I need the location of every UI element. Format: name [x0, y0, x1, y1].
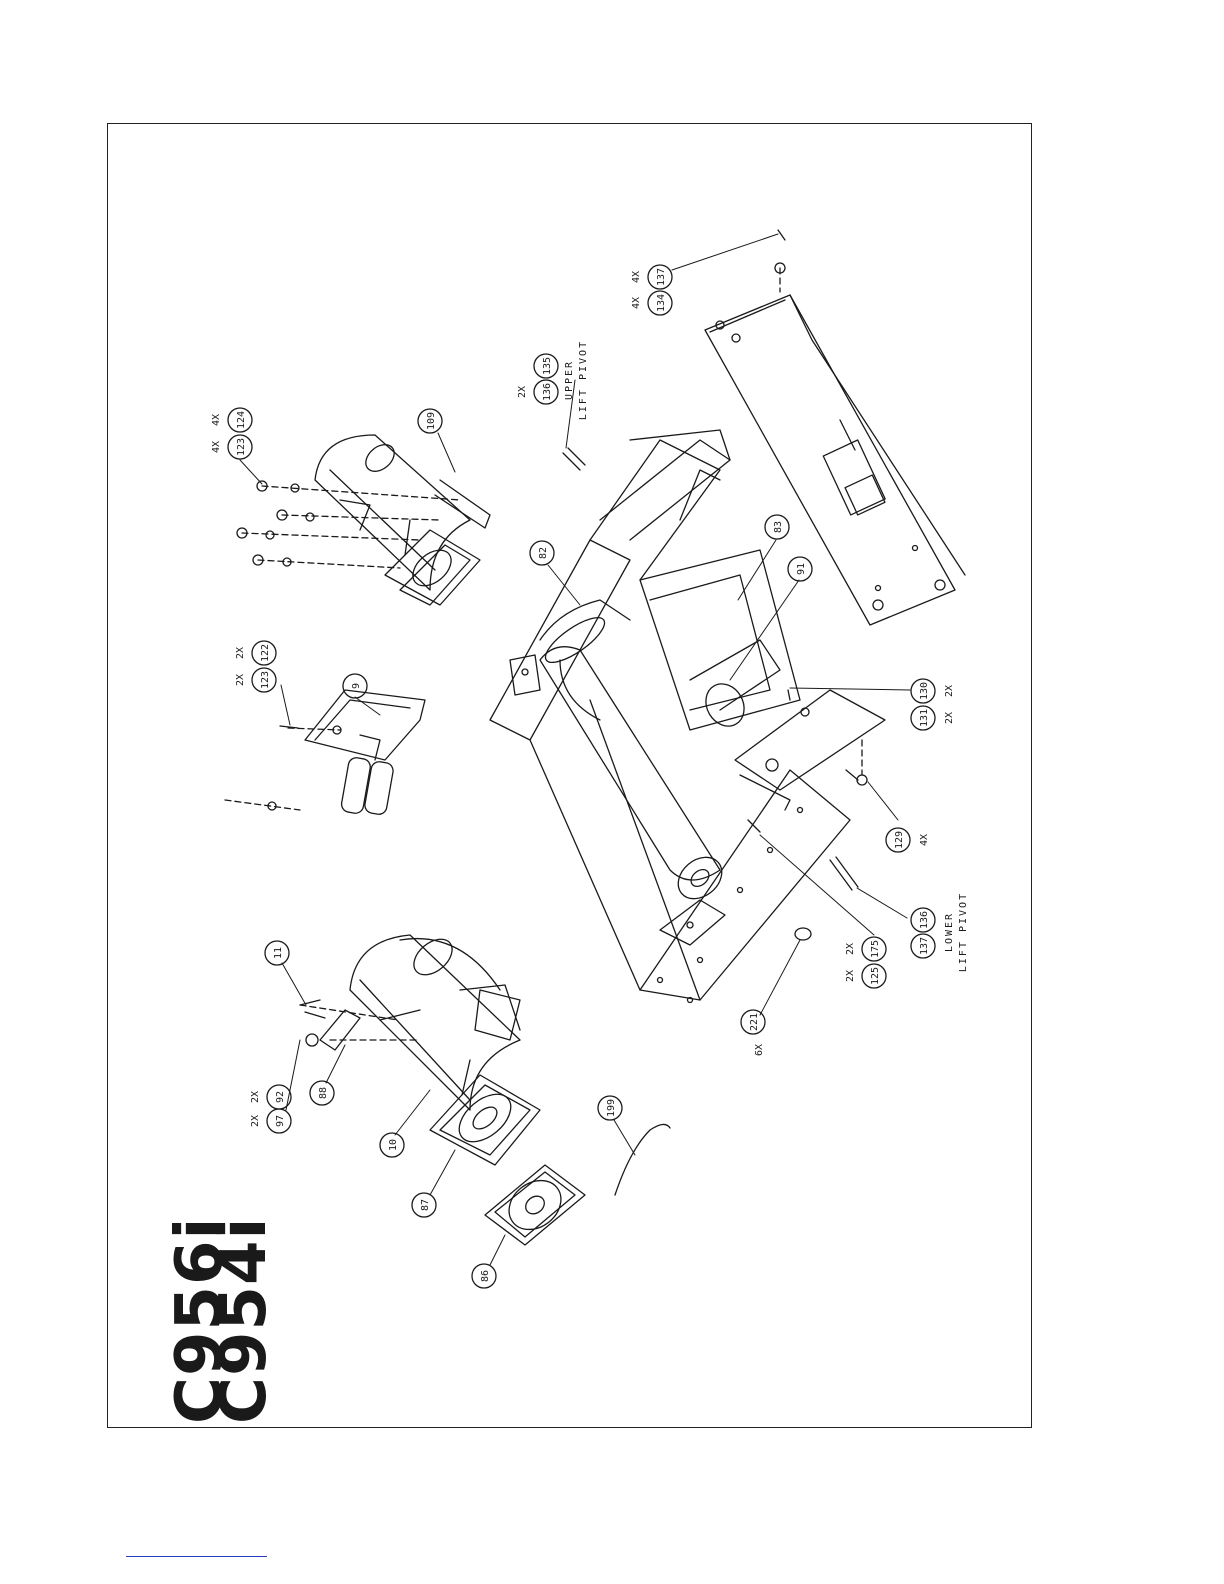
qty-124: 4X	[211, 414, 222, 426]
callout-130: 130	[919, 682, 930, 700]
left-motor-assembly	[300, 932, 540, 1165]
callout-86: 86	[480, 1270, 491, 1282]
callout-88: 88	[318, 1087, 329, 1099]
callout-9: 9	[351, 683, 362, 689]
footer-rule	[126, 1556, 267, 1557]
qty-123b: 4X	[211, 441, 222, 453]
callout-175: 175	[870, 940, 881, 958]
qty-92: 2X	[250, 1091, 261, 1103]
qty-129: 4X	[919, 834, 930, 846]
label-upper: UPPER	[564, 360, 575, 400]
callout-122: 122	[260, 644, 271, 662]
callout-129: 129	[894, 831, 905, 849]
motor-cover-panel	[705, 230, 965, 625]
callout-91: 91	[796, 563, 807, 575]
callout-125: 125	[870, 967, 881, 985]
label-lower: LOWER	[944, 912, 955, 952]
qty-221: 6X	[754, 1044, 765, 1056]
callout-131: 131	[919, 709, 930, 727]
callout-92: 92	[275, 1091, 286, 1103]
callout-134: 134	[656, 294, 667, 312]
callout-199: 199	[606, 1099, 617, 1117]
callout-136a: 136	[542, 383, 553, 401]
qty-97: 2X	[250, 1115, 261, 1127]
callout-11: 11	[273, 947, 284, 959]
qty-136a: 2X	[517, 386, 528, 398]
callout-97: 97	[275, 1115, 286, 1127]
qty-130: 2X	[944, 685, 955, 697]
callout-124: 124	[236, 411, 247, 429]
treadmill-frame	[490, 430, 885, 1003]
callout-137b: 137	[919, 937, 930, 955]
foot-221	[795, 928, 811, 940]
callout-82: 82	[538, 547, 549, 559]
callout-109: 109	[426, 412, 437, 430]
fan-part-86	[485, 1165, 585, 1245]
label-lower-pivot: LIFT PIVOT	[958, 892, 969, 972]
qty-131: 2X	[944, 712, 955, 724]
callout-136b: 136	[919, 911, 930, 929]
upper-motor-assembly	[237, 435, 490, 605]
qty-122: 2X	[235, 647, 246, 659]
label-upper-pivot: LIFT PIVOT	[578, 340, 589, 420]
callout-10: 10	[388, 1139, 399, 1151]
callout-87: 87	[420, 1199, 431, 1211]
lower-lift-pivot-pin	[830, 857, 858, 890]
callout-135: 135	[542, 357, 553, 375]
upper-lift-pivot-pin	[563, 448, 585, 470]
callout-137a: 137	[656, 268, 667, 286]
capacitor-bracket-assembly	[225, 690, 425, 816]
qty-137a: 4X	[631, 271, 642, 283]
callout-221: 221	[749, 1013, 760, 1031]
callout-123b: 123	[236, 438, 247, 456]
callout-123a: 123	[260, 671, 271, 689]
qty-123a: 2X	[235, 674, 246, 686]
callout-83: 83	[773, 521, 784, 533]
qty-134: 4X	[631, 297, 642, 309]
qty-125: 2X	[845, 970, 856, 982]
qty-175: 2X	[845, 943, 856, 955]
